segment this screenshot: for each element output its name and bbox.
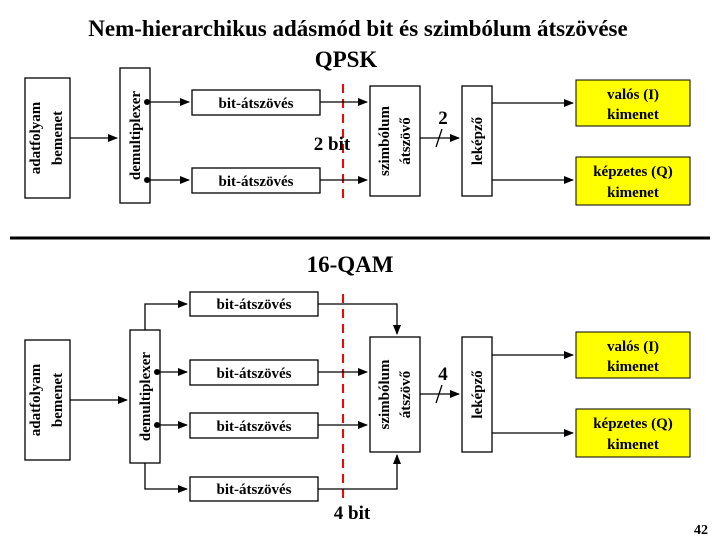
qam16-bit-interleaver-3-label: bit-átszövés (217, 419, 292, 435)
qam16-output-q-label-1: képzetes (Q) (593, 416, 673, 432)
page-title: Nem-hierarchikus adásmód bit és szimbólu… (88, 16, 627, 41)
qam16-bit-interleaver-3 (189, 412, 319, 439)
qpsk-symbol-label-1: szimbólum (377, 105, 393, 176)
qam16-bit-interleaver-2 (189, 359, 319, 386)
page-number: 42 (694, 523, 708, 538)
qam16-output-q-label-2: kimenet (607, 437, 659, 453)
qpsk-input-label-2: bemenet (50, 111, 66, 165)
qam16-symbol-label-2: átszövő (398, 370, 414, 418)
qam16-demux-to-interleaver-4 (144, 463, 188, 493)
qpsk-symbol-label-2: átszövő (398, 117, 414, 165)
qam16-input-block (24, 339, 71, 461)
qam16-bit-interleaver-2-label: bit-átszövés (217, 366, 292, 382)
qam16-input-label-1: adatfolyam (28, 363, 44, 436)
qam16-interleaver-4-to-symbol (318, 454, 401, 490)
qpsk-bits-label: 2 bit (314, 134, 351, 155)
qpsk-output-q-box (575, 156, 691, 206)
qam16-output-i-label-1: valós (I) (607, 339, 659, 355)
qam16-heading: 16-QAM (307, 252, 394, 277)
qam16-demux-label: demultiplexer (138, 352, 154, 441)
qpsk-symbol-interleaver-block (369, 85, 421, 197)
qam16-output-i-box (575, 331, 691, 379)
qpsk-bus-width: 2 (438, 108, 448, 129)
qpsk-heading: QPSK (315, 47, 378, 72)
qam16-bits-label: 4 bit (334, 503, 371, 524)
qpsk-output-i-label-1: valós (I) (607, 87, 659, 103)
qam16-interleaver-1-to-symbol (318, 303, 401, 335)
qpsk-bus-slash (435, 128, 443, 148)
qam16-mapper-block (461, 336, 493, 453)
qam16-output-q-box (575, 408, 691, 458)
qam16-demux-to-interleaver-1 (144, 300, 188, 330)
qam16-output-i-label-2: kimenet (607, 359, 659, 375)
qpsk-bit-interleaver-2-label: bit-átszövés (219, 174, 294, 190)
qam16-bit-interleaver-1-label: bit-átszövés (217, 297, 292, 313)
qpsk-bit-interleaver-1 (191, 89, 321, 116)
qam16-bus-slash (435, 384, 443, 404)
qpsk-mapper-label: leképző (470, 116, 486, 165)
qpsk-demux-label: demultiplexer (128, 91, 144, 180)
qam16-diagram: adatfolyam bemenet demultiplexer bit-áts… (24, 291, 691, 524)
qam16-input-label-2: bemenet (50, 373, 66, 427)
qam16-symbol-label-1: szimbólum (377, 359, 393, 430)
qam16-mapper-label: leképző (470, 370, 486, 419)
qpsk-output-i-box (575, 79, 691, 127)
qam16-bit-interleaver-4-label: bit-átszövés (217, 482, 292, 498)
qpsk-input-block (24, 77, 71, 199)
qam16-bit-interleaver-4 (189, 476, 319, 502)
qpsk-mapper-block (461, 85, 493, 197)
qam16-bit-interleaver-1 (189, 291, 319, 317)
qam16-symbol-interleaver-block (369, 336, 421, 453)
qpsk-input-label-1: adatfolyam (28, 101, 44, 174)
qpsk-output-q-label-2: kimenet (607, 185, 659, 201)
qam16-bus-width: 4 (438, 364, 448, 385)
qpsk-output-i-label-2: kimenet (607, 107, 659, 123)
qam16-demux-block (129, 329, 161, 464)
qpsk-bit-interleaver-1-label: bit-átszövés (219, 96, 294, 112)
qpsk-output-q-label-1: képzetes (Q) (593, 164, 673, 180)
qpsk-diagram: adatfolyam bemenet demultiplexer bit-áts… (24, 67, 691, 206)
